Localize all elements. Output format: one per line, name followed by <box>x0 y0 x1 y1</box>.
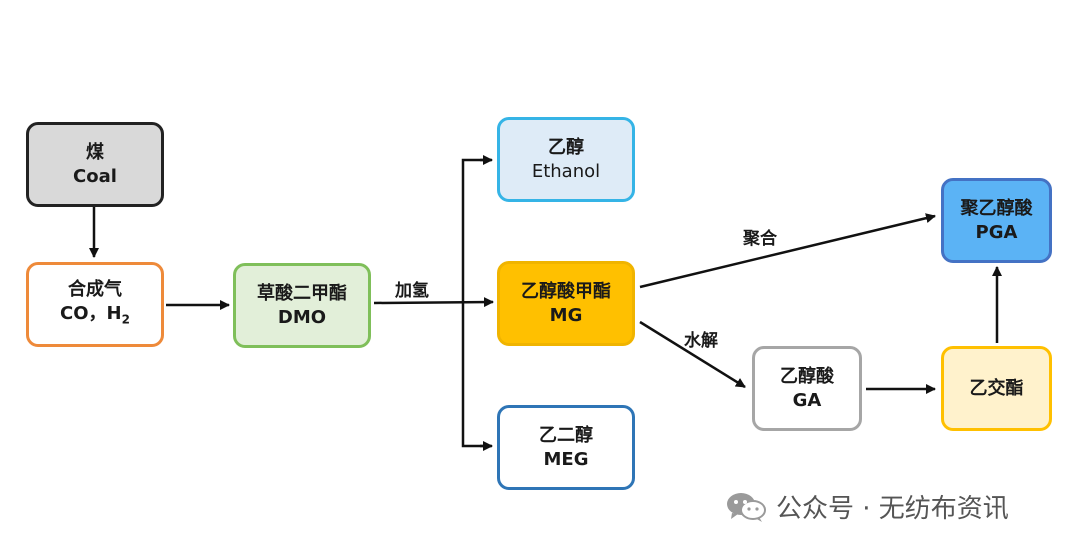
syngas-formula: CO，H2 <box>60 302 130 327</box>
ethanol-cn: 乙醇 <box>548 136 584 158</box>
label-hydrogenation: 加氢 <box>395 281 429 301</box>
glycolide-cn: 乙交酯 <box>969 377 1024 399</box>
node-syngas: 合成气 CO，H2 <box>26 262 164 347</box>
mg-en: MG <box>549 304 583 326</box>
label-hydrolysis: 水解 <box>684 331 718 351</box>
ga-cn: 乙醇酸 <box>780 365 834 387</box>
mg-cn: 乙醇酸甲酯 <box>521 280 611 302</box>
syngas-cn: 合成气 <box>68 278 122 300</box>
node-meg: 乙二醇 MEG <box>497 405 635 490</box>
node-mg: 乙醇酸甲酯 MG <box>497 261 635 346</box>
meg-en: MEG <box>543 448 589 470</box>
node-glycolide: 乙交酯 <box>941 346 1052 431</box>
coal-cn: 煤 <box>86 141 104 163</box>
meg-cn: 乙二醇 <box>539 424 593 446</box>
dmo-cn: 草酸二甲酯 <box>257 282 347 304</box>
node-ga: 乙醇酸 GA <box>752 346 862 431</box>
arrow-mg-pga <box>639 213 936 289</box>
pga-en: PGA <box>975 221 1018 243</box>
arrow-mg-ga <box>639 320 746 389</box>
arrow-dmo-mg <box>373 297 494 308</box>
node-pga: 聚乙醇酸 PGA <box>941 178 1052 263</box>
wechat-icon <box>727 492 766 522</box>
ethanol-en: Ethanol <box>531 160 601 182</box>
pga-cn: 聚乙醇酸 <box>960 197 1033 219</box>
node-coal: 煤 Coal <box>26 122 164 207</box>
watermark: 公众号 · 无纺布资讯 <box>726 488 1009 525</box>
label-polymerization: 聚合 <box>743 229 777 249</box>
watermark-text: 公众号 · 无纺布资讯 <box>776 494 1009 524</box>
bracket-branch <box>461 158 491 448</box>
ga-en: GA <box>792 389 822 411</box>
dmo-en: DMO <box>277 306 327 328</box>
node-dmo: 草酸二甲酯 DMO <box>233 263 371 348</box>
node-ethanol: 乙醇 Ethanol <box>497 117 635 202</box>
coal-en: Coal <box>73 165 117 187</box>
